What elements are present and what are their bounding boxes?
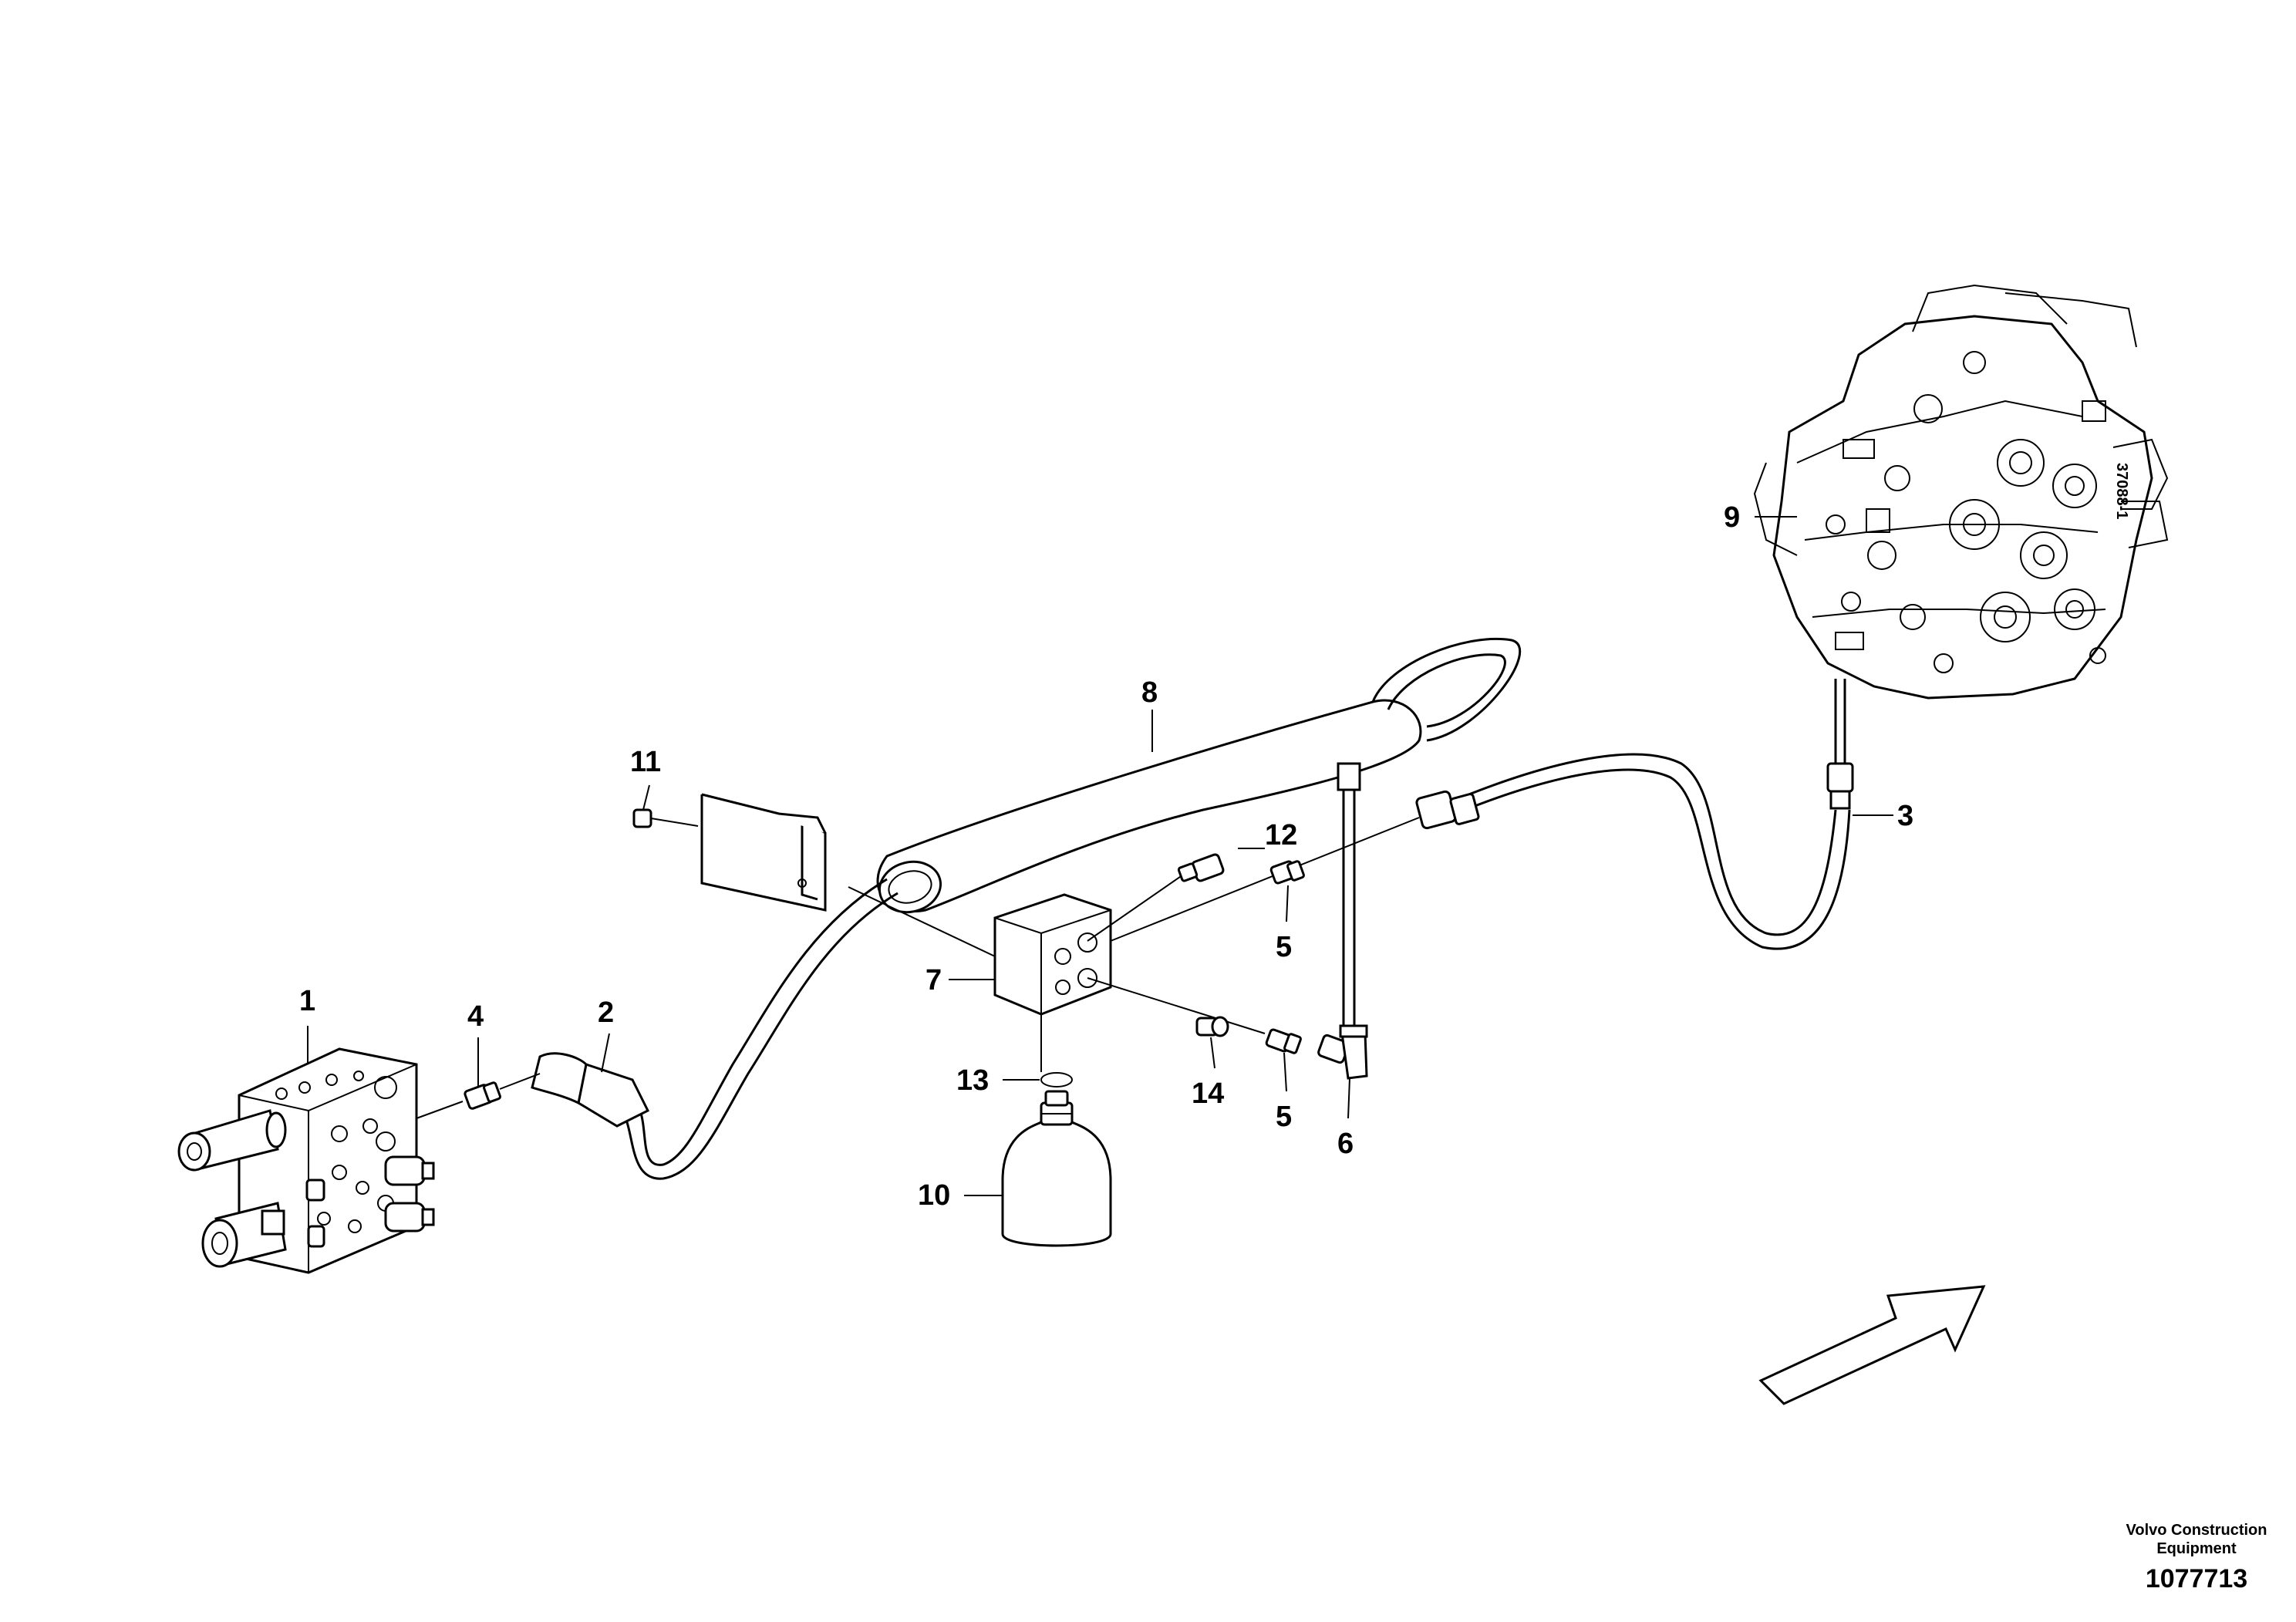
- callout-3: 3: [1897, 800, 1913, 832]
- hose-3: [1415, 753, 1851, 950]
- callout-6: 6: [1337, 1128, 1354, 1160]
- leader-lines: [307, 516, 1893, 1196]
- callout-10: 10: [918, 1179, 950, 1212]
- hose-coil-8: [531, 638, 1522, 1180]
- elbow-fitting-6: [1317, 1024, 1368, 1080]
- callout-13: 13: [956, 1064, 989, 1097]
- callout-5-lower: 5: [1276, 1101, 1292, 1133]
- bracket: [632, 793, 827, 912]
- fitting-4: [416, 1073, 541, 1119]
- callout-11: 11: [630, 746, 661, 778]
- callout-8: 8: [1141, 676, 1158, 709]
- callout-7: 7: [925, 964, 942, 996]
- callout-14: 14: [1192, 1077, 1224, 1110]
- callout-2: 2: [598, 996, 614, 1029]
- callout-4: 4: [467, 1000, 484, 1033]
- fitting-5-lower: [1265, 1028, 1302, 1054]
- callout-1: 1: [299, 985, 315, 1017]
- main-control-valve: 37088-1: [1753, 284, 2169, 810]
- callout-5-upper: 5: [1276, 931, 1292, 963]
- valve-1: [177, 1047, 435, 1274]
- direction-arrow: [1758, 1285, 1986, 1405]
- accumulator-10: [1001, 1090, 1112, 1247]
- o-ring-13: [1040, 1072, 1073, 1088]
- valve-marking: 37088-1: [2113, 463, 2130, 519]
- brand-line-2: Equipment: [2156, 1540, 2237, 1557]
- callout-9: 9: [1724, 501, 1740, 534]
- fitting-12: [1177, 853, 1225, 882]
- valve-block-7: [848, 817, 1420, 1072]
- plug-14: [1195, 1016, 1229, 1037]
- brand-line-1: Volvo Construction: [2126, 1522, 2267, 1539]
- part-number: 1077713: [2146, 1564, 2247, 1593]
- callout-12: 12: [1265, 819, 1297, 851]
- fitting-5-upper: [1269, 860, 1305, 885]
